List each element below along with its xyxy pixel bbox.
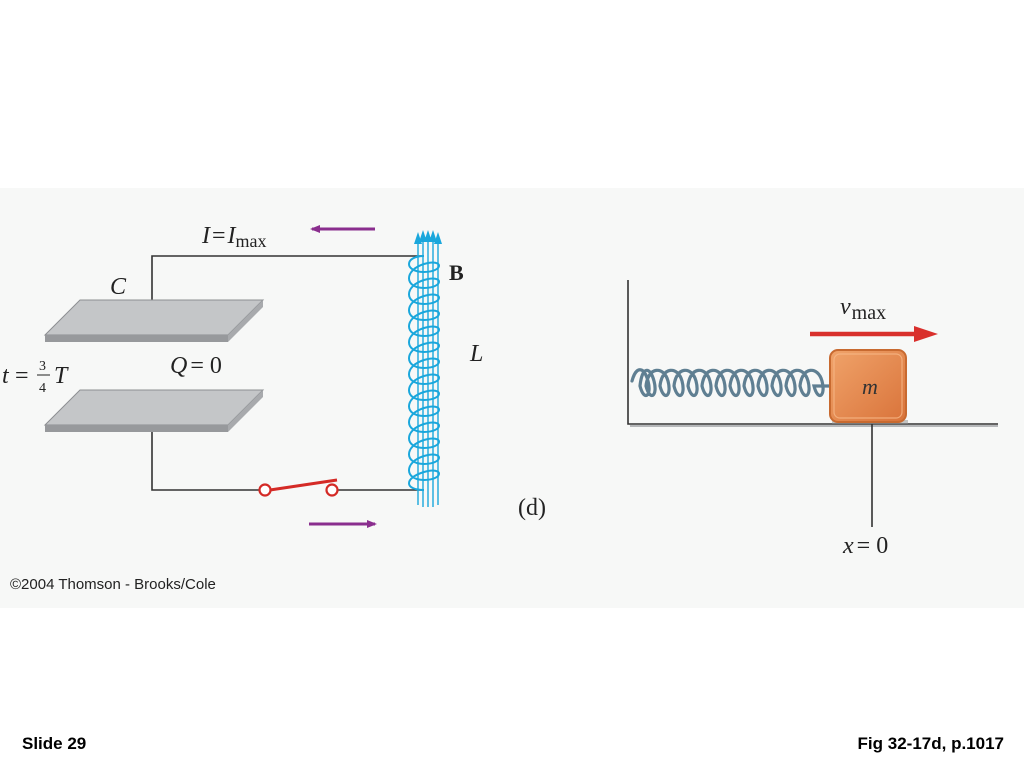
svg-text:t: t xyxy=(2,363,10,389)
position-label: x= 0 xyxy=(842,533,888,559)
inductor-label: L xyxy=(469,341,483,367)
mass-block xyxy=(829,349,907,423)
panel-label: (d) xyxy=(518,495,546,521)
velocity-label: vmax xyxy=(840,294,886,324)
svg-text:T: T xyxy=(54,363,69,389)
figure-reference: Fig 32-17d, p.1017 xyxy=(857,734,1004,753)
wall-and-floor xyxy=(627,280,998,427)
charge-label: Q= 0 xyxy=(170,353,222,379)
svg-text:3: 3 xyxy=(39,359,46,374)
inductor-coil xyxy=(408,255,440,491)
field-arrow-heads xyxy=(414,230,442,244)
circuit-wires xyxy=(151,255,424,491)
slide-number: Slide 29 xyxy=(22,734,87,753)
current-label: I=Imax xyxy=(201,223,267,251)
capacitor-label: C xyxy=(110,274,127,300)
time-label: t = 3 4 T xyxy=(2,359,69,396)
mass-label: m xyxy=(862,374,878,399)
velocity-arrow xyxy=(810,326,938,342)
capacitor-bottom-plate xyxy=(43,389,265,432)
magnetic-field-label: B xyxy=(449,260,464,285)
copyright-notice: ©2004 Thomson - Brooks/Cole xyxy=(10,576,216,593)
spring xyxy=(630,368,834,398)
capacitor-top-plate xyxy=(43,299,265,342)
switch xyxy=(258,478,339,497)
svg-text:=: = xyxy=(15,363,29,389)
svg-text:4: 4 xyxy=(39,381,46,396)
